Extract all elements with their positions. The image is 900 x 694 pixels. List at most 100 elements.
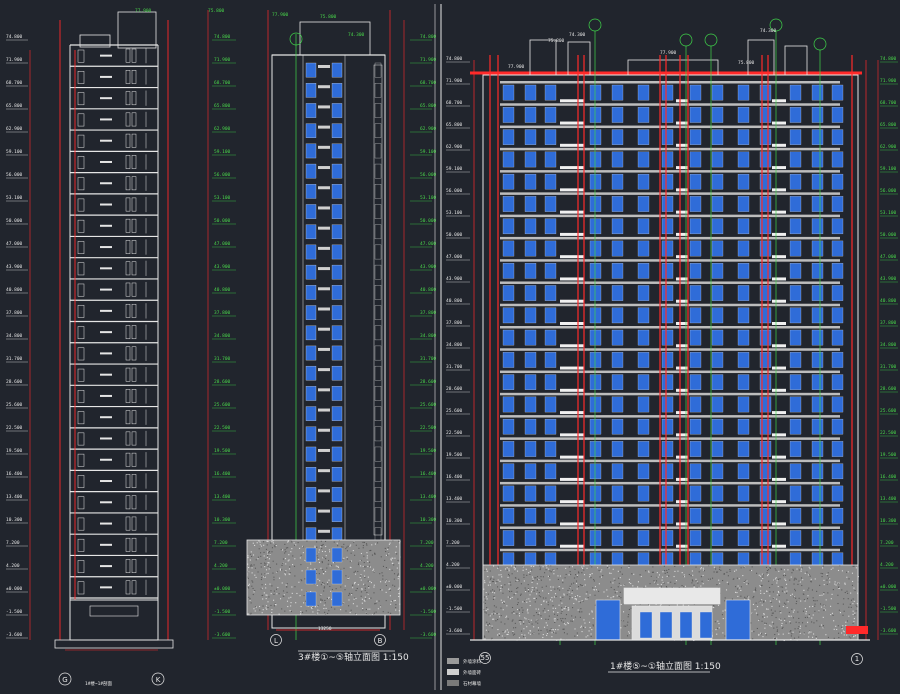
front-window xyxy=(589,84,602,101)
hatch-dot xyxy=(715,568,717,570)
hatch-dot xyxy=(328,596,330,598)
hatch-dot xyxy=(850,592,852,594)
hatch-dot xyxy=(524,587,526,589)
hatch-dot xyxy=(826,573,828,575)
hatch-dot xyxy=(579,602,581,604)
hatch-dot xyxy=(600,576,603,578)
hatch-dot xyxy=(276,593,278,595)
hatch-dot xyxy=(623,625,625,627)
front-window xyxy=(502,508,515,524)
hatch-dot xyxy=(794,628,796,630)
hatch-dot xyxy=(252,593,254,596)
hatch-dot xyxy=(483,588,485,590)
hatch-dot xyxy=(544,611,546,613)
front-window xyxy=(661,285,674,301)
side-vent xyxy=(374,305,382,320)
hatch-dot xyxy=(586,567,588,569)
balcony-rail xyxy=(676,344,688,348)
hatch-dot xyxy=(653,580,655,582)
hatch-dot xyxy=(799,632,801,634)
hatch-dot xyxy=(761,604,763,606)
hatch-dot xyxy=(317,609,319,611)
balcony-rail xyxy=(772,143,786,147)
hatch-dot xyxy=(571,620,573,622)
floor-band xyxy=(500,415,840,418)
hatch-dot xyxy=(562,621,564,623)
hatch-dot xyxy=(576,574,578,576)
hatch-dot xyxy=(485,596,488,598)
front-window xyxy=(589,196,602,212)
front-window xyxy=(831,151,844,168)
hatch-dot xyxy=(855,604,857,606)
hatch-dot xyxy=(369,608,371,610)
hatch-dot xyxy=(321,550,324,552)
balcony-rail xyxy=(676,322,688,325)
hatch-dot xyxy=(389,587,391,589)
hatch-dot xyxy=(620,597,622,599)
hatch-dot xyxy=(760,632,762,634)
hatch-dot xyxy=(752,597,754,599)
hatch-dot xyxy=(559,596,561,598)
balcony-rail xyxy=(676,166,688,170)
hatch-dot xyxy=(389,595,391,597)
hatch-dot xyxy=(488,614,490,616)
hatch-dot xyxy=(250,612,252,614)
hatch-dot xyxy=(390,559,392,561)
hatch-dot xyxy=(717,627,719,629)
hatch-dot xyxy=(777,590,779,593)
hatch-dot xyxy=(251,567,253,569)
hatch-dot xyxy=(558,625,560,627)
hatch-dot xyxy=(643,586,645,588)
hatch-dot xyxy=(783,619,786,621)
hatch-dot xyxy=(513,611,515,613)
hatch-dot xyxy=(298,581,300,583)
hatch-dot xyxy=(255,559,257,561)
hatch-dot xyxy=(805,613,807,615)
hatch-dot xyxy=(513,567,515,569)
hatch-dot xyxy=(268,558,271,560)
hatch-dot xyxy=(273,576,275,578)
hatch-dot xyxy=(512,634,514,636)
hatch-dot xyxy=(492,598,495,600)
front-window xyxy=(711,263,724,279)
level-label-left: 43.900 xyxy=(6,264,23,270)
hatch-dot xyxy=(565,614,568,616)
hatch-dot xyxy=(279,569,282,571)
hatch-dot xyxy=(269,583,271,585)
hatch-dot xyxy=(554,620,556,622)
side-window xyxy=(331,184,343,199)
hatch-dot xyxy=(560,620,563,622)
side-balcony-rail xyxy=(318,206,330,210)
top-level-label: 77.900 xyxy=(508,64,525,70)
floor-band xyxy=(500,147,840,151)
hatch-dot xyxy=(765,634,767,636)
hatch-dot xyxy=(295,544,297,546)
hatch-dot xyxy=(316,584,318,587)
hatch-dot xyxy=(589,627,591,629)
hatch-dot xyxy=(798,580,800,582)
balcony-rail xyxy=(560,366,584,370)
hatch-dot xyxy=(557,578,559,580)
axis-bubble-green xyxy=(813,37,827,51)
hatch-dot xyxy=(819,625,821,627)
hatch-dot xyxy=(780,612,782,614)
hatch-dot xyxy=(495,582,497,584)
hatch-dot xyxy=(538,633,540,635)
hatch-dot xyxy=(784,591,786,593)
front-window xyxy=(689,84,702,101)
hatch-dot xyxy=(589,565,591,567)
side-window xyxy=(305,386,317,401)
level-label-right: 31.700 xyxy=(880,364,897,370)
axis-bubble xyxy=(270,634,282,646)
hatch-dot xyxy=(496,612,498,615)
front-window xyxy=(789,396,802,413)
level-label-right: 65.800 xyxy=(214,103,231,109)
hatch-dot xyxy=(314,568,316,570)
hatch-dot xyxy=(384,581,386,583)
front-window xyxy=(831,307,844,324)
hatch-dot xyxy=(793,596,796,598)
hatch-dot xyxy=(702,583,704,585)
hatch-dot xyxy=(284,574,286,576)
hatch-dot xyxy=(854,590,856,592)
hatch-dot xyxy=(772,597,774,599)
